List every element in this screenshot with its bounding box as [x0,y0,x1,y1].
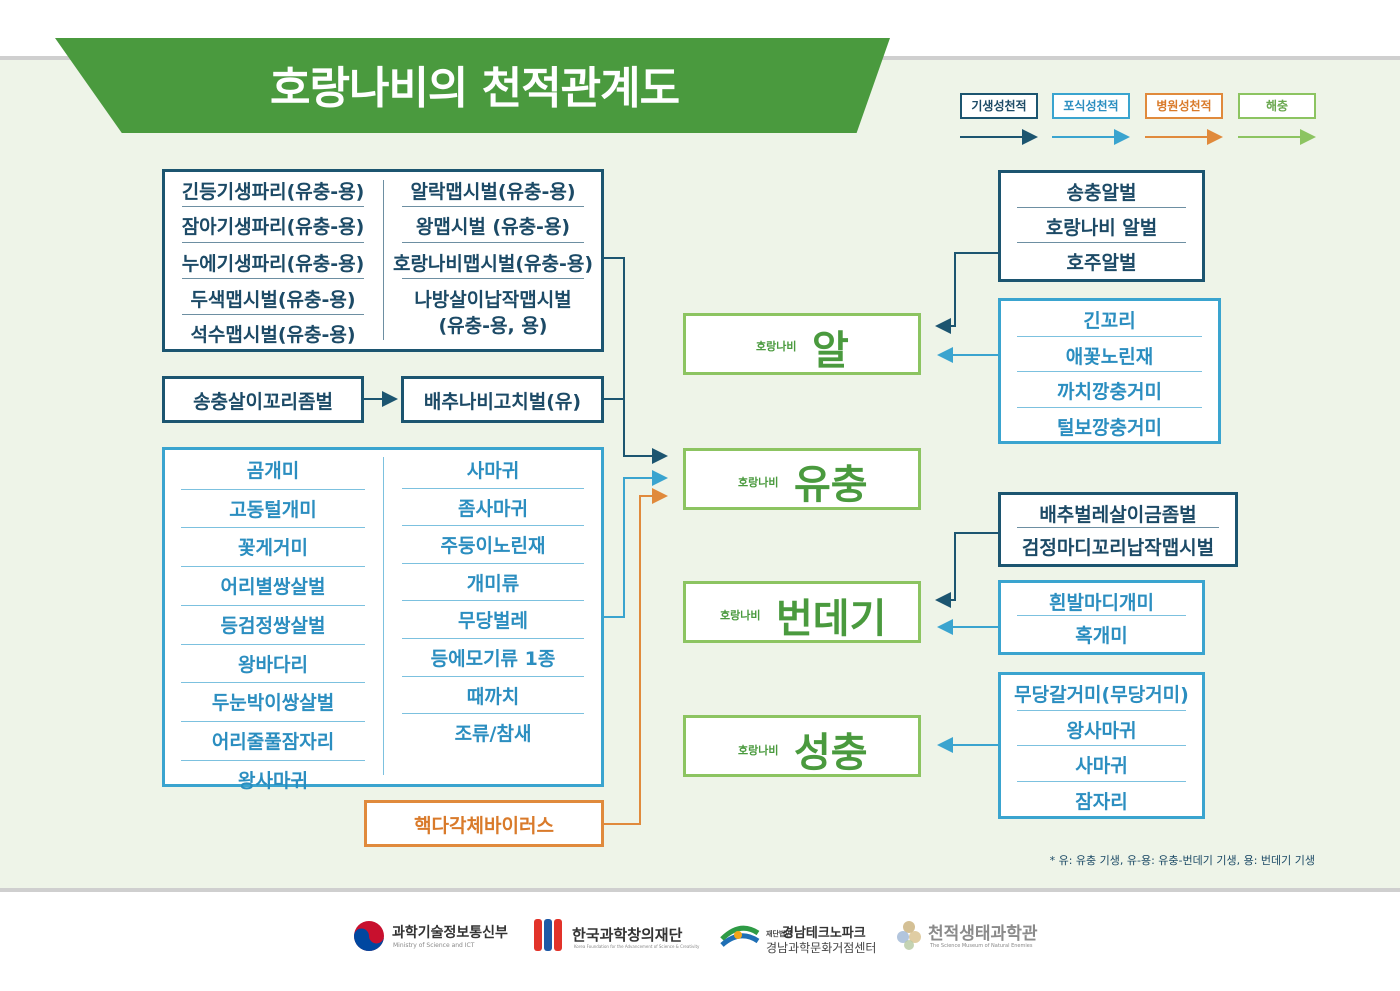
parasitoid-item: 잠아기생파리(유충-용) [181,216,365,238]
predator-item: 사마귀 [466,460,520,482]
parasitoid-item: 호랑나비맵시벌(유충-용) [392,253,594,275]
egg-parasitoid-box [998,170,1205,282]
legend-predator: 포식성천적 [1052,93,1130,119]
predator-item: 어리별쌍살벌 [220,576,326,599]
adult-predator-item: 왕사마귀 [1066,719,1137,742]
parasitoid-item: 나방살이납작맵시벌 [414,289,572,311]
pupa-predator-item: 혹개미 [1075,625,1128,647]
page-title: 호랑나비의 천적관계도 [270,63,680,114]
predator-item: 조류/참새 [454,723,532,746]
pathogen-label: 핵다각체바이러스 [414,815,554,837]
arrow-predator-to-larva [604,470,668,618]
pathogen-box [364,800,604,847]
adult-predator-item: 잠자리 [1075,790,1128,813]
stage-egg-label: 알 [812,328,849,374]
cotesia-label: 배추나비고치벌(유) [423,391,582,413]
legend-pest: 해충 [1238,93,1316,119]
parasitoid-item: 누에기생파리(유충-용) [181,253,365,275]
predator-item: 좀사마귀 [458,497,528,520]
stage-prefix: 호랑나비 [720,609,761,622]
pupa-parasitoid-item: 검정마디꼬리납작맵시벌 [1021,537,1215,559]
stage-pupa-box [683,581,921,643]
kofac-icon [534,919,562,951]
cotesia-box [401,376,604,423]
egg-parasitoid-item: 송충알벌 [1066,182,1137,204]
predator-item: 무당벌레 [458,610,528,633]
predator-item: 때까치 [466,685,520,708]
parasitoid-item: 왕맵시벌 (유충-용) [415,216,571,238]
egg-predator-item: 애꽃노린재 [1065,345,1154,368]
parasitoid-item: 긴등기생파리(유충-용) [181,181,365,203]
hyperparasitoid-box [162,376,364,423]
egg-parasitoid-item: 호주알벌 [1066,252,1137,274]
pupa-predator-box [998,580,1205,655]
egg-parasitoid-item: 호랑나비 알벌 [1045,217,1158,239]
arrow-pathogen-to-larva [604,488,668,825]
bottom-rule [0,888,1400,892]
stage-larva-label: 유충 [794,462,868,508]
predator-item: 두눈박이쌍살벌 [211,692,335,715]
predator-item: 등에모기류 1종 [430,648,556,670]
egg-predator-item: 긴꼬리 [1083,310,1136,332]
stage-prefix: 호랑나비 [738,744,779,757]
pupa-parasitoid-item: 배추벌레살이금좀벌 [1039,504,1197,526]
predator-item: 왕바다리 [238,653,308,676]
legend-parasitoid: 기생성천적 [960,93,1038,119]
pupa-parasitoid-box [998,492,1238,567]
predator-item: 곰개미 [246,460,300,482]
parasitoid-item: (유충-용, 용) [438,315,548,337]
predator-item: 고동털개미 [229,498,317,521]
hyperparasitoid-label: 송충살이꼬리좀벌 [193,391,333,413]
arrow-parasitoid-to-larva [604,257,668,464]
egg-predator-item: 털보깡충거미 [1057,416,1162,439]
arrow-pupa-parasitoid [935,532,998,608]
predator-item: 어리줄풀잠자리 [211,730,335,753]
parasitoid-item: 두색맵시벌(유충-용) [190,289,356,311]
stage-adult-box [683,715,921,777]
arrow-cotesia-to-larva [604,398,625,430]
predator-item: 주둥이노린재 [440,535,546,558]
stage-larva-box [683,448,921,510]
stage-prefix: 호랑나비 [756,340,797,353]
egg-predator-item: 까치깡충거미 [1057,381,1162,403]
gntp-icon [720,925,760,947]
predator-item: 개미류 [466,572,520,595]
predator-item: 꽃게거미 [238,537,308,560]
legend-pathogen: 병원성천적 [1145,93,1223,119]
taegeuk-icon [354,921,384,951]
predator-item: 왕사마귀 [238,769,308,792]
museum-icon [897,921,921,950]
stage-prefix: 호랑나비 [738,476,779,489]
adult-predator-item: 사마귀 [1075,755,1128,777]
stage-pupa-label: 번데기 [776,596,887,642]
arrow-egg-parasitoid [935,252,998,334]
title-banner [55,38,890,133]
stage-adult-label: 성충 [794,730,868,776]
stage-egg-box [683,313,921,375]
predator-item: 등검정쌍살벌 [220,614,326,637]
adult-predator-item: 무당갈거미(무당거미) [1014,684,1189,706]
parasitoid-item: 석수맵시벌(유충-용) [190,324,356,346]
parasitoid-item: 알락맵시벌(유충-용) [410,181,576,203]
footnote: * 유: 유충 기생, 유-용: 유충-번데기 기생, 용: 번데기 기생 [1049,854,1315,867]
pupa-predator-item: 흰발마디개미 [1049,592,1154,614]
